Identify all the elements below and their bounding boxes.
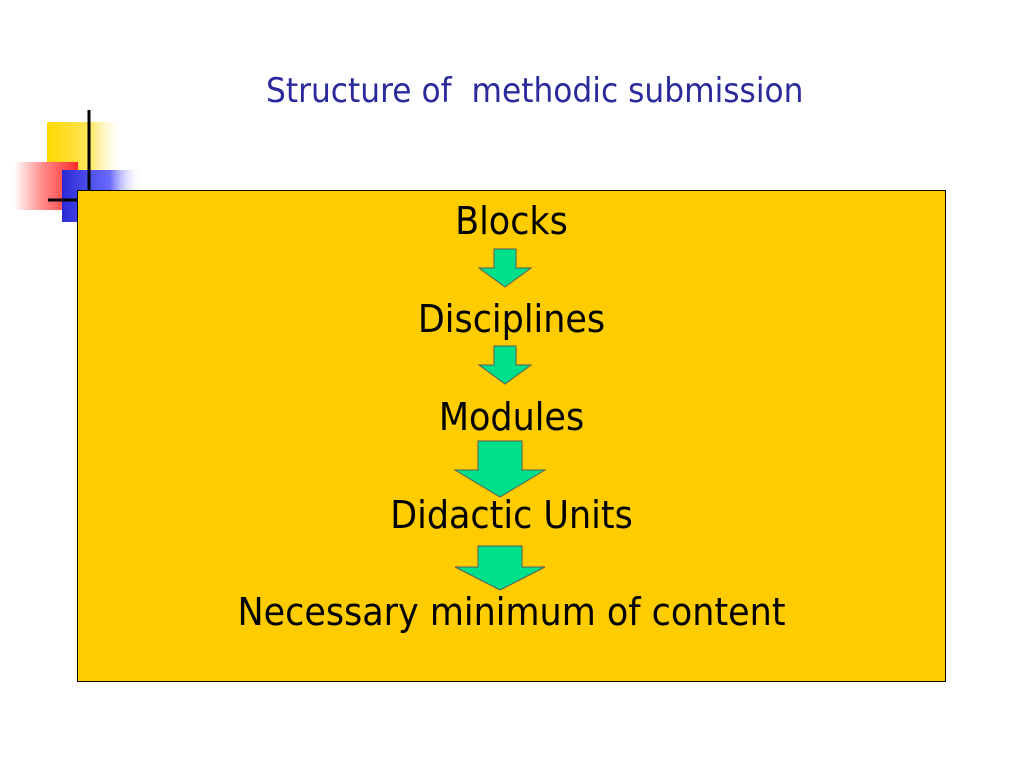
down-arrow-icon (477, 345, 533, 385)
down-arrow-icon (453, 440, 547, 498)
down-arrow-icon (477, 248, 533, 288)
down-arrow-icon (454, 545, 546, 591)
level-disciplines: Disciplines (417, 297, 606, 341)
level-didactic-units: Didactic Units (390, 493, 633, 537)
level-necessary-minimum: Necessary minimum of content (237, 590, 786, 634)
hierarchy-box: Blocks Disciplines Modules Didactic Unit… (77, 190, 946, 682)
level-blocks: Blocks (455, 199, 568, 243)
level-modules: Modules (438, 395, 585, 439)
slide-title: Structure of methodic submission (266, 71, 804, 111)
